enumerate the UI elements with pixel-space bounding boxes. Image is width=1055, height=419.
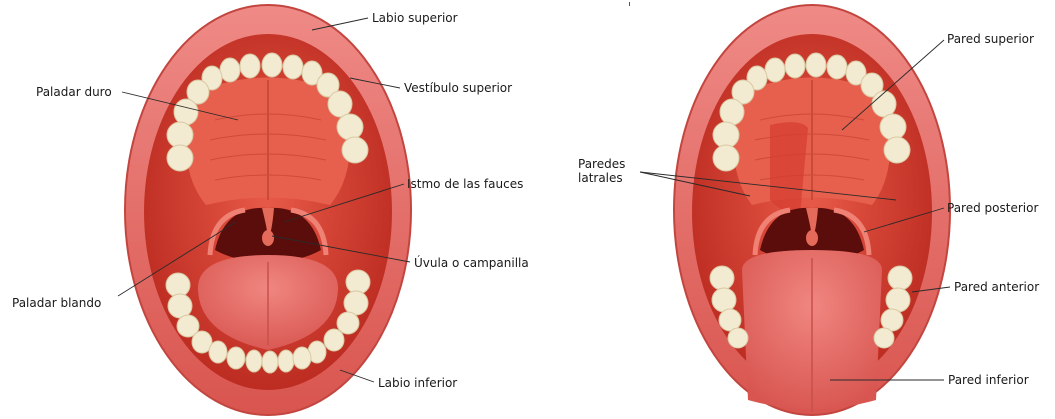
label-istmo-fauces: Istmo de las fauces xyxy=(407,177,523,191)
label-labio-superior: Labio superior xyxy=(372,11,458,25)
top-tick-mark xyxy=(629,2,630,6)
label-labio-inferior: Labio inferior xyxy=(378,376,457,390)
label-pared-inferior: Pared inferior xyxy=(948,373,1029,387)
label-paredes-laterales: Paredes latrales xyxy=(578,157,638,185)
label-uvula: Úvula o campanilla xyxy=(414,256,529,270)
label-pared-anterior: Pared anterior xyxy=(954,280,1039,294)
label-paladar-duro: Paladar duro xyxy=(36,85,112,99)
label-pared-posterior: Pared posterior xyxy=(947,201,1038,215)
label-pared-superior: Pared superior xyxy=(947,32,1034,46)
label-vestibulo-superior: Vestíbulo superior xyxy=(404,81,512,95)
label-paladar-blando: Paladar blando xyxy=(12,296,101,310)
